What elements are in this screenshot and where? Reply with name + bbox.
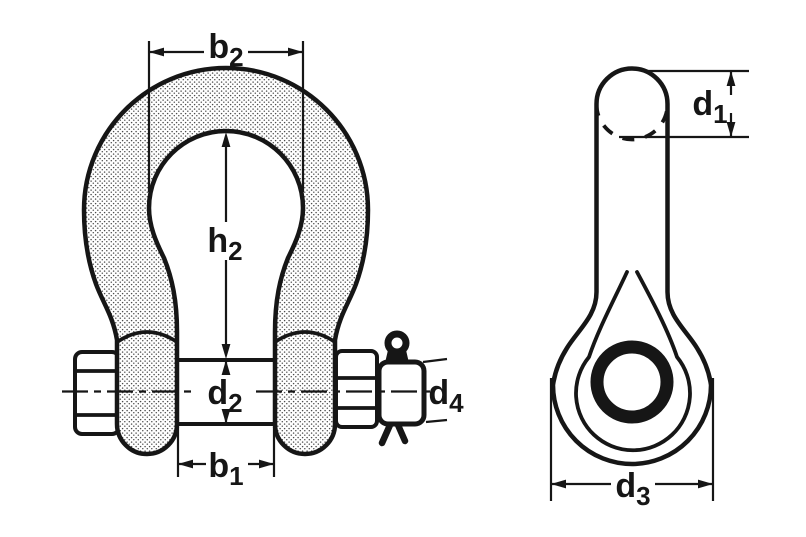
d3-arrow-right	[698, 479, 713, 489]
side-view-shackle-body: d1 d3	[549, 66, 749, 511]
front-view-bow-shackle: b2 h2 d2 b1 d4	[62, 28, 464, 491]
dimension-b2: b2	[147, 28, 305, 192]
dimension-d2: d2	[207, 360, 243, 424]
pin-nut	[334, 349, 379, 429]
b1-arrow-right	[259, 459, 274, 469]
d3-arrow-left	[551, 479, 566, 489]
dimension-h2: h2	[207, 132, 243, 359]
shackle-body	[81, 65, 371, 457]
label-b1: b1	[208, 447, 243, 491]
b2-arrow-left	[149, 47, 164, 57]
pin-hex-head	[73, 350, 121, 436]
nut-facet-lines	[334, 376, 379, 410]
d1-arrow-up	[726, 71, 736, 86]
b2-extension-lines	[147, 41, 305, 192]
label-b2: b2	[208, 28, 243, 72]
right-leg-ear-arc	[273, 330, 337, 344]
h2-arrow-bottom	[221, 344, 231, 359]
label-d3: d3	[615, 467, 650, 511]
hex-head-outline	[73, 350, 121, 436]
dimension-d3: d3	[549, 378, 715, 511]
pin-end	[376, 330, 427, 447]
cotter-pin-prongs	[378, 421, 409, 447]
d2-arrow-down	[221, 409, 231, 424]
label-d4: d4	[428, 374, 464, 418]
dimension-d1: d1	[619, 69, 749, 139]
cotter-pin-loop	[384, 330, 410, 356]
b1-extension-lines	[176, 427, 276, 477]
hex-head-facet-lines	[73, 369, 121, 417]
label-d1: d1	[692, 85, 727, 129]
d3-extension-lines	[549, 378, 715, 501]
label-d2: d2	[207, 374, 242, 418]
dimension-b1: b1	[176, 427, 276, 491]
pin-hole-ring	[590, 340, 674, 424]
tip-bar-hidden-arc	[594, 103, 670, 142]
nut-outline	[334, 349, 379, 429]
d2-arrow-up	[221, 360, 231, 375]
dimension-d4: d4	[422, 357, 464, 424]
pin-end-outline	[376, 359, 427, 427]
eye-boss-inner-contour	[574, 270, 692, 453]
b1-arrow-left	[178, 459, 193, 469]
b2-arrow-right	[288, 47, 303, 57]
label-h2: h2	[207, 222, 242, 266]
d1-arrow-down	[726, 122, 736, 137]
d4-tick-lines	[422, 357, 448, 424]
left-leg-ear-arc	[115, 330, 179, 344]
h2-arrow-top	[221, 132, 231, 147]
side-body-outline	[550, 66, 714, 467]
